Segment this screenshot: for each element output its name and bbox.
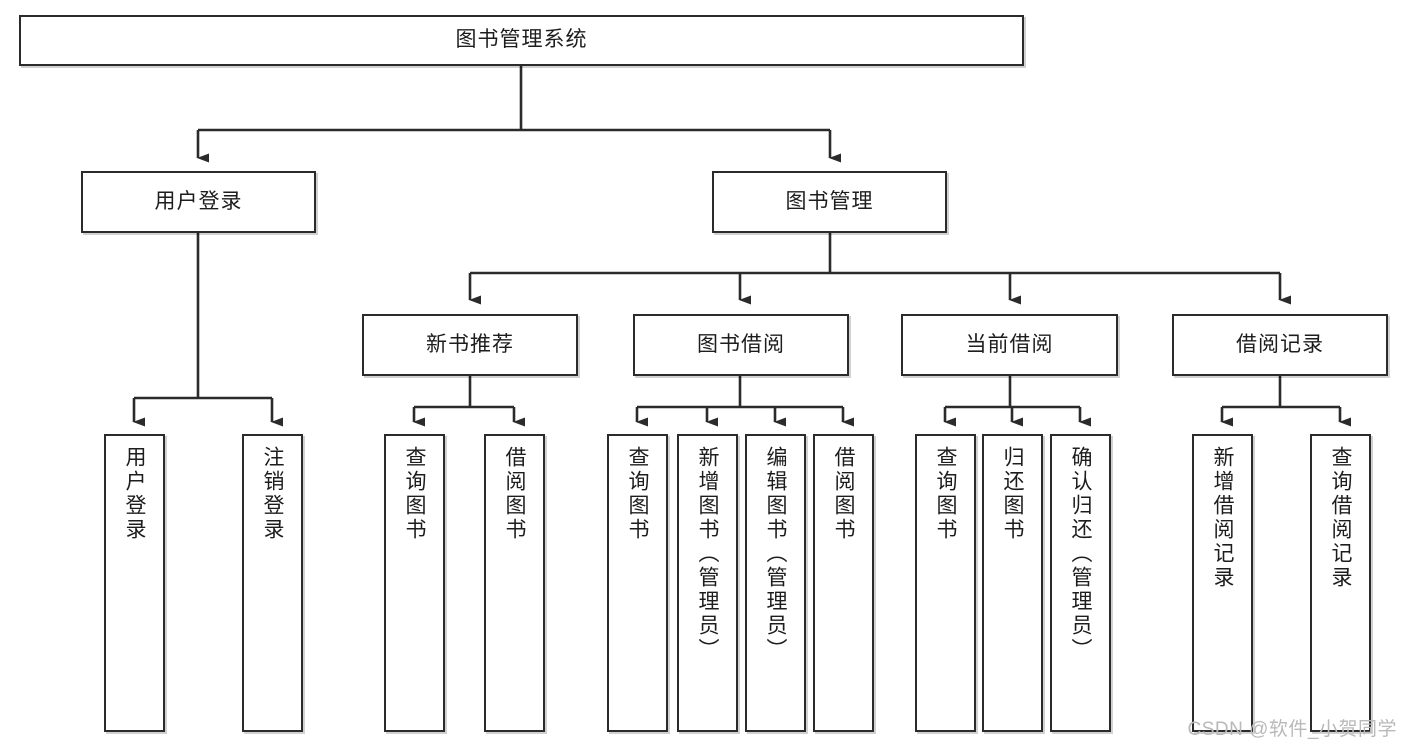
node-borrow-record[interactable]: 借阅记录 bbox=[1172, 314, 1388, 376]
leaf-label: 注销登录 bbox=[261, 446, 284, 542]
leaf-borrow-borrow-book[interactable]: 借阅图书 bbox=[813, 434, 874, 732]
leaf-label: 确认归还（管理员） bbox=[1069, 446, 1092, 662]
leaf-current-query-book[interactable]: 查询图书 bbox=[915, 434, 976, 732]
leaf-label: 查询图书 bbox=[403, 446, 426, 542]
node-root[interactable]: 图书管理系统 bbox=[19, 15, 1024, 66]
node-new-book-recommend[interactable]: 新书推荐 bbox=[362, 314, 578, 376]
leaf-current-return-book[interactable]: 归还图书 bbox=[982, 434, 1043, 732]
leaf-borrow-add-book-admin[interactable]: 新增图书（管理员） bbox=[677, 434, 738, 732]
node-book-management-label: 图书管理 bbox=[785, 189, 874, 213]
node-current-borrow[interactable]: 当前借阅 bbox=[901, 314, 1118, 376]
node-user-login-label: 用户登录 bbox=[154, 189, 243, 213]
leaf-label: 借阅图书 bbox=[832, 446, 855, 542]
leaf-record-query-record[interactable]: 查询借阅记录 bbox=[1310, 434, 1371, 732]
leaf-label: 编辑图书（管理员） bbox=[764, 446, 787, 662]
node-new-book-recommend-label: 新书推荐 bbox=[426, 332, 514, 356]
node-book-borrow-label: 图书借阅 bbox=[697, 332, 785, 356]
leaf-recommend-query-book[interactable]: 查询图书 bbox=[384, 434, 445, 732]
leaf-label: 借阅图书 bbox=[503, 446, 526, 542]
leaf-label: 查询图书 bbox=[934, 446, 957, 542]
leaf-user-login-login[interactable]: 用户登录 bbox=[104, 434, 165, 732]
leaf-record-add-record[interactable]: 新增借阅记录 bbox=[1192, 434, 1253, 732]
node-user-login[interactable]: 用户登录 bbox=[81, 171, 316, 233]
leaf-current-confirm-return-admin[interactable]: 确认归还（管理员） bbox=[1050, 434, 1111, 732]
leaf-label: 新增图书（管理员） bbox=[696, 446, 719, 662]
leaf-label: 归还图书 bbox=[1001, 446, 1024, 542]
node-borrow-record-label: 借阅记录 bbox=[1236, 332, 1324, 356]
leaf-label: 新增借阅记录 bbox=[1211, 446, 1234, 590]
leaf-borrow-query-book[interactable]: 查询图书 bbox=[607, 434, 668, 732]
leaf-user-login-logout[interactable]: 注销登录 bbox=[242, 434, 303, 732]
leaf-borrow-edit-book-admin[interactable]: 编辑图书（管理员） bbox=[745, 434, 806, 732]
node-current-borrow-label: 当前借阅 bbox=[965, 332, 1054, 356]
leaf-recommend-borrow-book[interactable]: 借阅图书 bbox=[484, 434, 545, 732]
leaf-label: 查询图书 bbox=[626, 446, 649, 542]
leaf-label: 查询借阅记录 bbox=[1329, 446, 1352, 590]
node-book-management[interactable]: 图书管理 bbox=[712, 171, 947, 233]
node-book-borrow[interactable]: 图书借阅 bbox=[633, 314, 849, 376]
node-root-label: 图书管理系统 bbox=[455, 28, 588, 52]
leaf-label: 用户登录 bbox=[123, 446, 146, 542]
watermark: CSDN @软件_小贺同学 bbox=[1187, 719, 1397, 740]
